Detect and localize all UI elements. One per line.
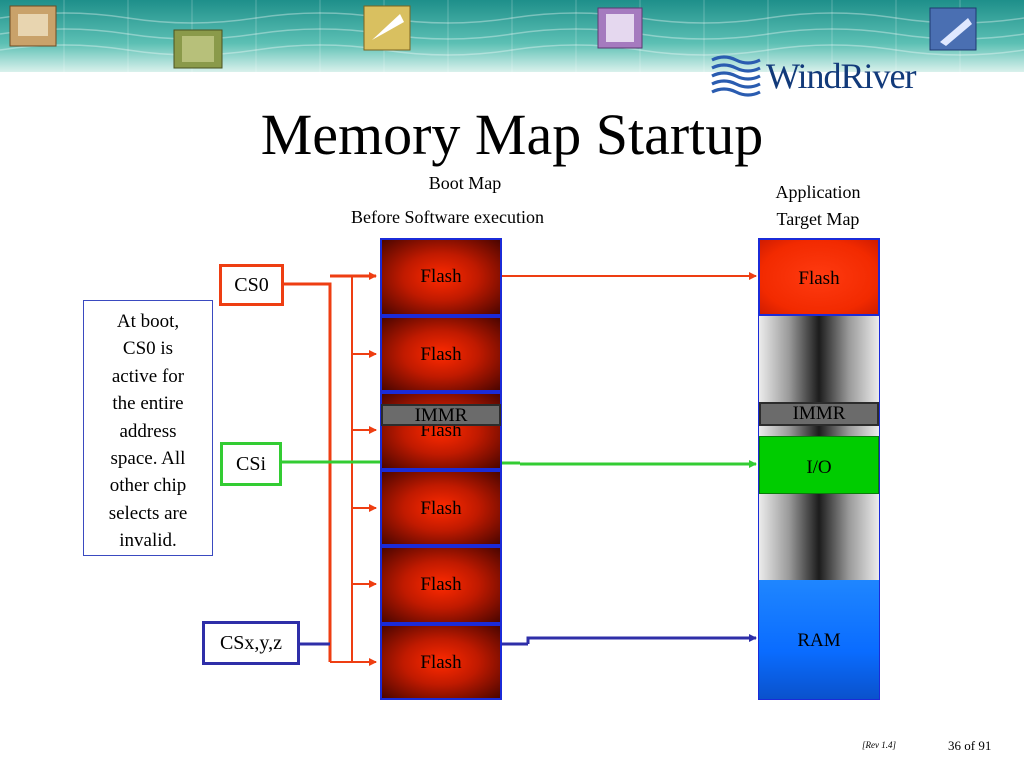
boot-flash-label: Flash	[420, 344, 462, 365]
app-flash-block: Flash	[758, 238, 880, 316]
windriver-waves-icon	[711, 55, 761, 97]
revision-label: [Rev 1.4]	[862, 740, 896, 750]
app-map-title-line2: Target Map	[776, 209, 860, 229]
cs0-box: CS0	[219, 264, 284, 306]
cs0-line	[284, 272, 757, 666]
note-line: invalid.	[119, 530, 177, 552]
note-line: other chip	[109, 475, 187, 497]
boot-flash-block-2: Flash	[380, 316, 502, 392]
app-map-title-line1: Application	[775, 182, 861, 202]
app-ram-block: RAM	[759, 580, 879, 699]
app-ram-label: RAM	[797, 630, 841, 651]
boot-flash-block-6: Flash	[380, 624, 502, 700]
note-line: selects are	[108, 502, 188, 524]
page-number: 36 of 91	[948, 738, 992, 753]
boot-note-box: At boot, CS0 is active for the entire ad…	[83, 300, 213, 556]
csxyz-line	[300, 634, 757, 646]
app-gap-block-1	[759, 316, 879, 402]
note-line: space. All	[110, 448, 186, 470]
boot-map-title: Boot Map	[428, 173, 502, 193]
note-line: address	[119, 420, 177, 442]
page-title: Memory Map Startup	[260, 102, 764, 167]
windriver-logo-text: WindRiver	[766, 56, 917, 96]
app-immr-block: IMMR	[759, 402, 879, 426]
app-flash-label: Flash	[798, 268, 840, 289]
banner-tiles	[9, 5, 977, 69]
boot-flash-label: Flash	[420, 652, 462, 673]
boot-flash-block-1: Flash	[380, 238, 502, 316]
note-line: At boot,	[116, 311, 180, 332]
boot-flash-label: Flash	[420, 498, 462, 519]
boot-flash-block-5: Flash	[380, 546, 502, 624]
boot-map-subtitle: Before Software execution	[351, 207, 544, 227]
csi-line	[282, 460, 757, 468]
banner-graphic	[0, 0, 1024, 72]
boot-flash-label: Flash	[420, 574, 462, 595]
app-io-block: I/O	[759, 436, 879, 494]
csi-box: CSi	[220, 442, 282, 486]
note-line: the entire	[112, 393, 184, 415]
app-io-label: I/O	[806, 457, 832, 478]
csxyz-box: CSx,y,z	[202, 621, 300, 665]
boot-flash-label: Flash	[420, 266, 462, 287]
app-gap-block-2	[759, 426, 879, 436]
app-gap-block-3	[759, 494, 879, 580]
boot-immr-block: IMMR	[381, 404, 501, 426]
windriver-logo	[710, 52, 960, 102]
header-banner	[0, 0, 1024, 72]
boot-flash-block-4: Flash	[380, 470, 502, 546]
note-line: CS0 is	[122, 338, 174, 360]
note-line: active for	[111, 365, 185, 387]
